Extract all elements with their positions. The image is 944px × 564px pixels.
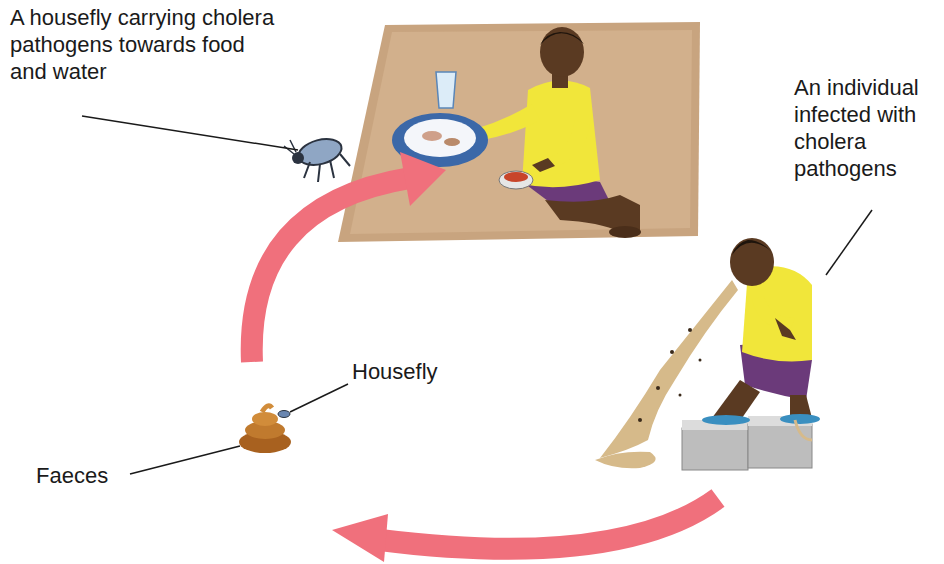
- leader-line: [290, 384, 348, 412]
- leader-line: [82, 116, 872, 474]
- infected-boy: [679, 394, 682, 397]
- infected-boy: [600, 280, 738, 458]
- eating-boy: [540, 32, 584, 45]
- infected-boy: [775, 318, 796, 340]
- faeces-figure: [278, 411, 290, 418]
- infected-boy: [702, 415, 750, 425]
- cycle-arrow: [252, 152, 718, 562]
- eating-boy: [478, 104, 540, 140]
- eating-boy: [540, 27, 584, 77]
- food-and-water: [444, 138, 460, 146]
- callout-label: Housefly: [352, 358, 482, 385]
- eating-boy: [532, 158, 555, 172]
- eating-boy: [522, 80, 600, 187]
- blanket: [338, 22, 700, 242]
- infected-boy: [670, 350, 674, 354]
- infected-boy: [730, 238, 774, 286]
- callout-label: Faeces: [36, 462, 136, 489]
- infected-boy: [638, 418, 642, 422]
- food-and-water: [404, 119, 476, 157]
- food-and-water: [504, 172, 528, 182]
- callout-label: An individual infected with cholera path…: [794, 74, 940, 182]
- cycle-arrow: [332, 514, 388, 562]
- cycle-arrow: [252, 178, 410, 362]
- blanket: [350, 30, 692, 234]
- callout-label: A housefly carrying cholera pathogens to…: [10, 4, 285, 85]
- infected-boy: [595, 238, 820, 470]
- infected-boy: [699, 359, 702, 362]
- food-and-water: [499, 171, 533, 189]
- cycle-arrow: [380, 498, 718, 549]
- eating-boy: [609, 226, 641, 238]
- infected-boy: [595, 452, 656, 469]
- leader-line: [82, 116, 298, 150]
- infected-boy: [732, 240, 772, 255]
- faeces-figure: [239, 406, 291, 453]
- housefly-figure: [304, 154, 350, 182]
- food-and-water: [422, 131, 442, 141]
- infected-boy: [795, 420, 812, 440]
- eating-boy: [548, 120, 590, 168]
- leader-line: [130, 446, 240, 474]
- cycle-arrow: [400, 152, 446, 206]
- eating-boy: [462, 27, 641, 238]
- faeces-figure: [252, 412, 278, 426]
- infected-boy: [748, 424, 812, 468]
- housefly-figure: [284, 135, 350, 182]
- blanket: [338, 22, 700, 242]
- faeces-figure: [262, 406, 272, 412]
- infected-boy: [712, 380, 760, 418]
- infected-boy: [752, 296, 795, 330]
- leader-line: [826, 210, 872, 275]
- infected-boy: [688, 328, 692, 332]
- infected-boy: [780, 414, 820, 424]
- housefly-figure: [284, 140, 296, 154]
- infected-boy: [682, 428, 748, 470]
- infected-boy: [656, 386, 660, 390]
- food-and-water: [436, 72, 456, 108]
